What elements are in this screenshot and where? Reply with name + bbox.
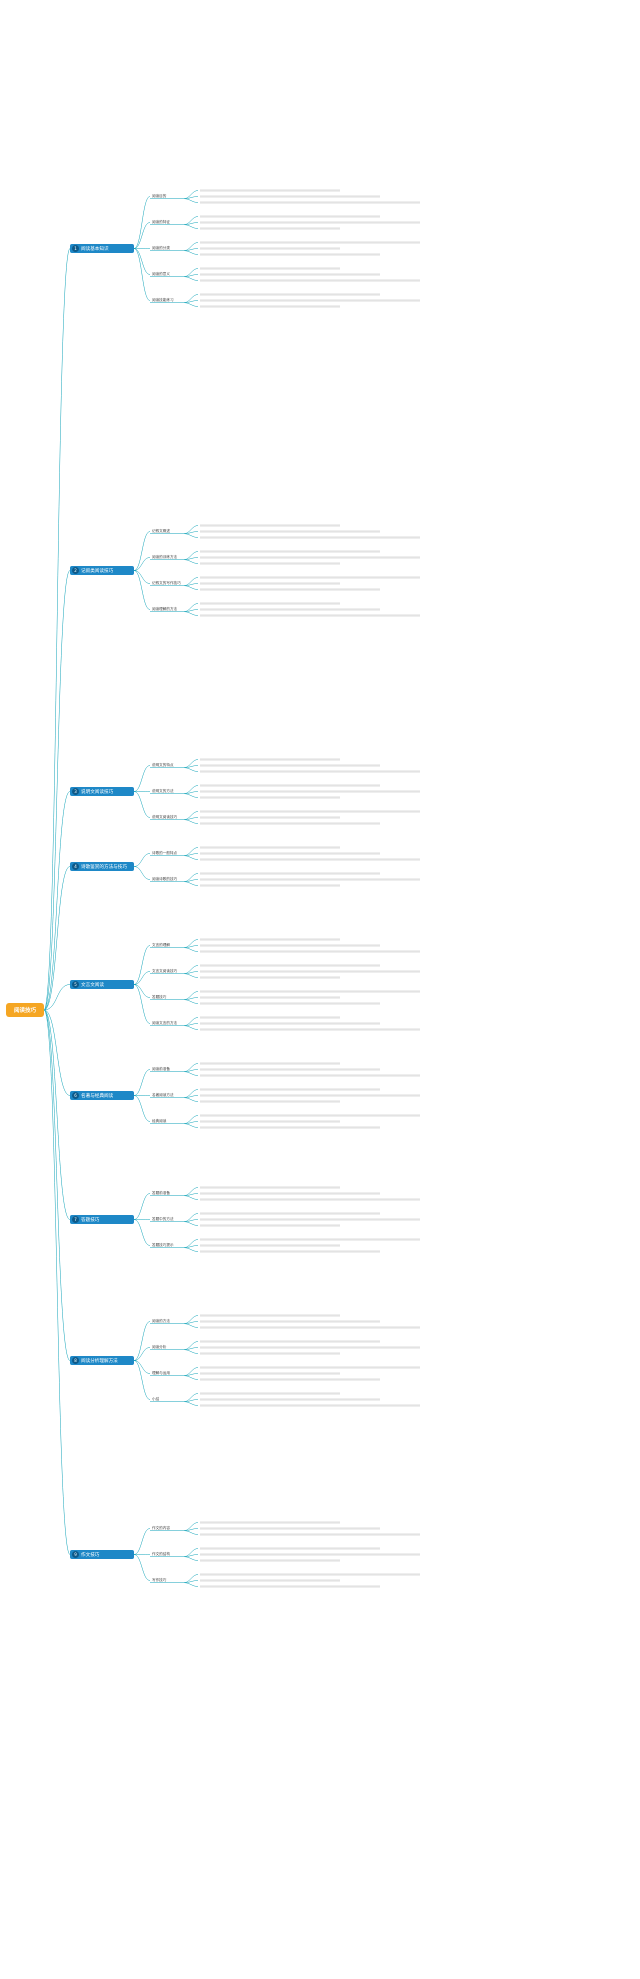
branch-label[interactable]: 名著阅读方法: [152, 1093, 174, 1097]
branch-label[interactable]: 阅读诗歌的技巧: [152, 877, 178, 881]
branch-label[interactable]: 阅读分析: [152, 1345, 167, 1349]
branch-label[interactable]: 作文的结构: [152, 1552, 170, 1556]
topic-label: 记叙类阅读技巧: [81, 568, 114, 574]
branch-label[interactable]: 阅读的方法: [152, 1319, 170, 1323]
connector-topic-branch: [133, 1360, 151, 1400]
connector-topic-branch: [133, 570, 151, 610]
topic-number-badge: 6: [72, 1092, 79, 1099]
connector-root-topic-9: [43, 1009, 71, 1555]
branch-label[interactable]: 阅读的分类: [152, 246, 170, 250]
connector-topic-branch: [133, 1347, 151, 1361]
connector-topic-branch: [133, 1069, 151, 1096]
connector-topic-branch: [133, 1193, 151, 1220]
connector-topic-branch: [133, 866, 151, 880]
connector-topic-branch: [133, 1095, 151, 1122]
topic-label: 诗歌鉴赏的方法与技巧: [81, 864, 127, 870]
root-node[interactable]: 阅读技巧: [6, 1003, 44, 1017]
topic-label: 说明文阅读技巧: [81, 789, 114, 795]
connector-topic-branch: [133, 971, 151, 985]
topic-label: 阅读基本知识: [81, 246, 109, 252]
connector-topic-branch: [133, 1321, 151, 1361]
topic-label: 作文技巧: [81, 1552, 100, 1558]
branch-label[interactable]: 答题前准备: [152, 1191, 170, 1195]
connector-topic-branch: [133, 853, 151, 867]
connector-topic-branch: [133, 791, 151, 818]
connector-topic-branch: [133, 570, 151, 584]
branch-label[interactable]: 经典阅读: [152, 1119, 167, 1123]
topic-number-badge: 4: [72, 863, 79, 870]
branch-label[interactable]: 阅读文言的方法: [152, 1021, 178, 1025]
connector-topic-branch: [133, 248, 151, 275]
branch-label[interactable]: 文言的理解: [152, 943, 170, 947]
topic-number-badge: 2: [72, 567, 79, 574]
topic-number-badge: 8: [72, 1357, 79, 1364]
branch-label[interactable]: 答题技巧: [152, 995, 167, 999]
topic-label: 答题技巧: [81, 1217, 100, 1223]
connector-root-topic-6: [43, 1009, 71, 1096]
connector-topic-branch: [133, 1360, 151, 1374]
topic-number-badge: 9: [72, 1551, 79, 1558]
connector-topic-branch: [133, 984, 151, 1024]
connector-root-topic-2: [43, 570, 71, 1011]
branch-label[interactable]: 答题中的方法: [152, 1217, 174, 1221]
connector-topic-branch: [133, 984, 151, 998]
connector-topic-branch: [133, 1528, 151, 1555]
branch-label[interactable]: 说明文的特点: [152, 763, 174, 767]
topic-label: 阅读分析理解方法: [81, 1358, 118, 1364]
connector-root-topic-5: [43, 984, 71, 1011]
connector-topic-branch: [133, 765, 151, 792]
branch-label[interactable]: 文言文阅读技巧: [152, 969, 178, 973]
connector-topic-branch: [133, 248, 151, 301]
branch-label[interactable]: 小结: [152, 1397, 160, 1401]
connector-topic-branch: [133, 1554, 151, 1581]
branch-label[interactable]: 说明文的方法: [152, 789, 174, 793]
branch-label[interactable]: 答题技巧提示: [152, 1243, 174, 1247]
branch-label[interactable]: 写作技巧: [152, 1578, 167, 1582]
branch-label[interactable]: 阅读的训练方法: [152, 555, 178, 559]
branch-label[interactable]: 作文的内容: [152, 1526, 170, 1530]
branch-label[interactable]: 记叙文的写作技巧: [152, 581, 181, 585]
connector-topic-branch: [133, 945, 151, 985]
connector-topic-branch: [133, 557, 151, 571]
connector-root-topic-8: [43, 1009, 71, 1361]
branch-label[interactable]: 阅读前准备: [152, 1067, 170, 1071]
branch-label[interactable]: 诗歌的一般特点: [152, 851, 178, 855]
connector-topic-branch: [133, 531, 151, 571]
connector-topic-branch: [133, 1219, 151, 1246]
connector-root-topic-3: [43, 791, 71, 1011]
branch-label[interactable]: 理解与运用: [152, 1371, 170, 1375]
branch-label[interactable]: 说明文阅读技巧: [152, 815, 178, 819]
topic-number-badge: 5: [72, 981, 79, 988]
connector-topic-branch: [133, 196, 151, 249]
connector-root-topic-1: [43, 248, 71, 1011]
topic-number-badge: 1: [72, 245, 79, 252]
connector-topic-branch: [133, 222, 151, 249]
branch-label[interactable]: 阅读技能练习: [152, 298, 174, 302]
topic-label: 文言文阅读: [81, 982, 104, 988]
branch-label[interactable]: 阅读目的: [152, 194, 167, 198]
branch-label[interactable]: 记叙文概述: [152, 529, 170, 533]
connector-root-topic-4: [43, 866, 71, 1011]
branch-label[interactable]: 阅读的特征: [152, 220, 170, 224]
connector-root-topic-7: [43, 1009, 71, 1220]
topic-number-badge: 3: [72, 788, 79, 795]
branch-label[interactable]: 阅读理解的方法: [152, 607, 178, 611]
topic-number-badge: 7: [72, 1216, 79, 1223]
branch-label[interactable]: 阅读的意义: [152, 272, 170, 276]
topic-label: 名著与经典阅读: [81, 1093, 114, 1099]
